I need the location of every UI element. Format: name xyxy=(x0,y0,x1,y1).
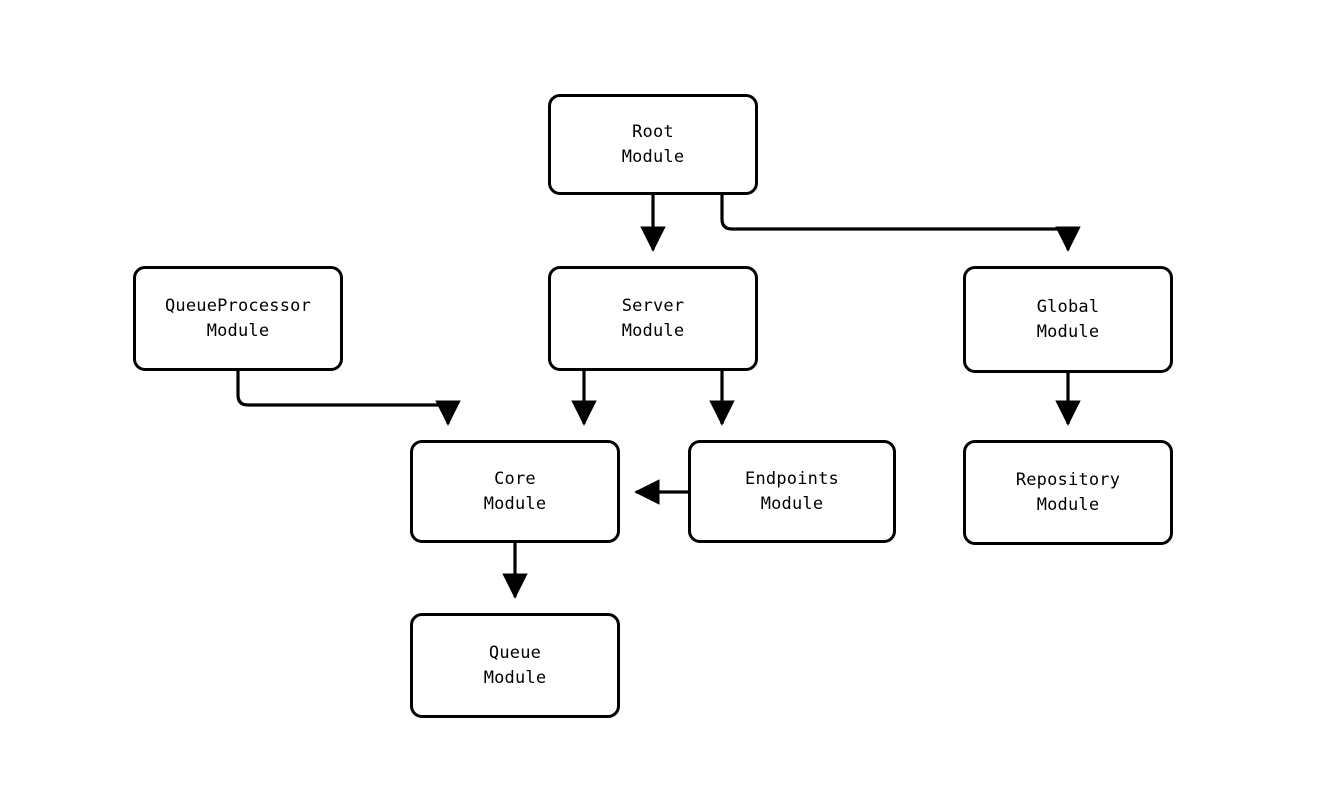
node-root-module[interactable]: Root Module xyxy=(548,94,758,195)
node-repository-module[interactable]: Repository Module xyxy=(963,440,1173,545)
node-label: Root Module xyxy=(621,122,685,167)
node-label: Server Module xyxy=(621,296,685,341)
node-label: Global Module xyxy=(1036,297,1100,342)
node-label: Repository Module xyxy=(1015,470,1121,515)
node-endpoints-module[interactable]: Endpoints Module xyxy=(688,440,896,543)
edge-root-global xyxy=(720,195,1081,252)
node-core-module[interactable]: Core Module xyxy=(410,440,620,543)
node-label: Queue Module xyxy=(483,643,547,688)
edge-queueprocessor-core xyxy=(236,371,461,426)
node-global-module[interactable]: Global Module xyxy=(963,266,1173,373)
node-queue-module[interactable]: Queue Module xyxy=(410,613,620,718)
node-queueprocessor-module[interactable]: QueueProcessor Module xyxy=(133,266,343,371)
node-label: Endpoints Module xyxy=(745,469,839,514)
node-server-module[interactable]: Server Module xyxy=(548,266,758,371)
node-label: QueueProcessor Module xyxy=(164,296,312,341)
node-label: Core Module xyxy=(483,469,547,514)
